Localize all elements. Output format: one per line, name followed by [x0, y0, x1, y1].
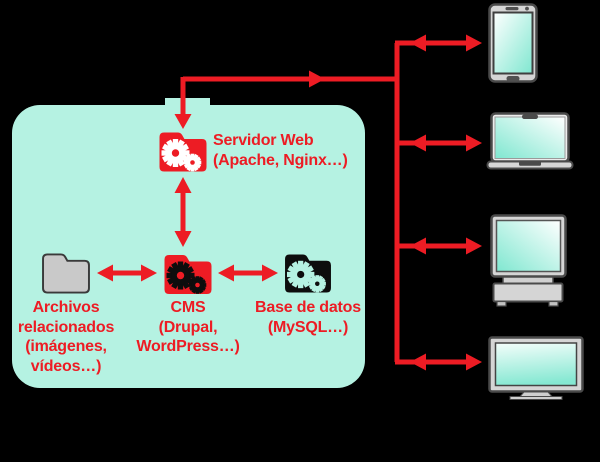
database-label-line1: Base de datos	[255, 299, 361, 316]
cms-label-line3: WordPress…)	[136, 338, 240, 355]
smartphone-camera	[525, 6, 529, 11]
monitor-screen	[495, 219, 562, 273]
gear-large-icon	[286, 260, 315, 289]
cms-label-line1: CMS	[170, 299, 206, 316]
arrowhead-to-trunk	[309, 70, 325, 88]
smartphone-icon	[488, 3, 538, 83]
base-foot-right	[548, 300, 559, 307]
laptop-screen	[494, 116, 566, 159]
related-files-label-line1: Archivos	[32, 299, 100, 316]
database-label-line2: (MySQL…)	[267, 318, 349, 336]
gear-small-icon	[308, 275, 326, 293]
laptop-base-notch	[519, 162, 541, 166]
computer-base-unit	[492, 282, 564, 303]
database-label: Base de datos (MySQL…)	[243, 298, 373, 337]
internet-feed-arrow	[174, 70, 399, 129]
television-icon	[488, 336, 584, 400]
arrowhead-into-box	[174, 114, 192, 129]
hosting-server-box-notch	[165, 98, 210, 110]
arrow-webserver-cms	[174, 177, 192, 247]
gear-small-icon	[188, 276, 207, 294]
web-server-label-line2: (Apache, Nginx…)	[213, 151, 348, 169]
arrow-files-cms	[97, 264, 157, 282]
desktop-computer-icon	[490, 214, 567, 307]
tv-screen	[494, 342, 578, 387]
laptop-webcam-notch	[522, 114, 538, 119]
web-server-label-line1: Servidor Web	[213, 132, 314, 149]
base-foot-left	[496, 300, 507, 307]
branch-arrow-desktop	[395, 237, 482, 255]
branch-arrow-laptop	[395, 134, 482, 152]
smartphone-home-button	[506, 76, 520, 82]
branch-arrow-television	[395, 353, 482, 371]
related-files-label-line4: vídeos…)	[30, 357, 102, 375]
gear-small-icon	[183, 153, 202, 172]
smartphone-speaker	[505, 7, 519, 11]
related-files-label-line3: (imágenes,	[25, 338, 107, 355]
web-server-folder-icon	[159, 132, 207, 172]
web-server-label: Servidor Web (Apache, Nginx…)	[213, 131, 348, 170]
gear-large-icon	[161, 139, 190, 167]
gear-large-icon	[166, 261, 195, 290]
related-files-label: Archivos relacionados (imágenes, vídeos……	[3, 298, 129, 376]
cms-label: CMS (Drupal, WordPress…)	[128, 298, 248, 357]
database-folder-icon	[285, 254, 331, 293]
tv-stand-neck	[518, 391, 554, 397]
tv-stand-base	[509, 396, 563, 400]
laptop-icon	[486, 112, 574, 170]
branch-arrow-smartphone	[395, 34, 482, 52]
cms-folder-icon	[164, 255, 212, 294]
cms-label-line2: (Drupal,	[158, 318, 218, 336]
related-files-folder-icon	[42, 253, 90, 294]
smartphone-screen	[492, 11, 534, 75]
arrow-cms-database	[218, 264, 278, 282]
related-files-label-line2: relacionados	[17, 318, 115, 336]
